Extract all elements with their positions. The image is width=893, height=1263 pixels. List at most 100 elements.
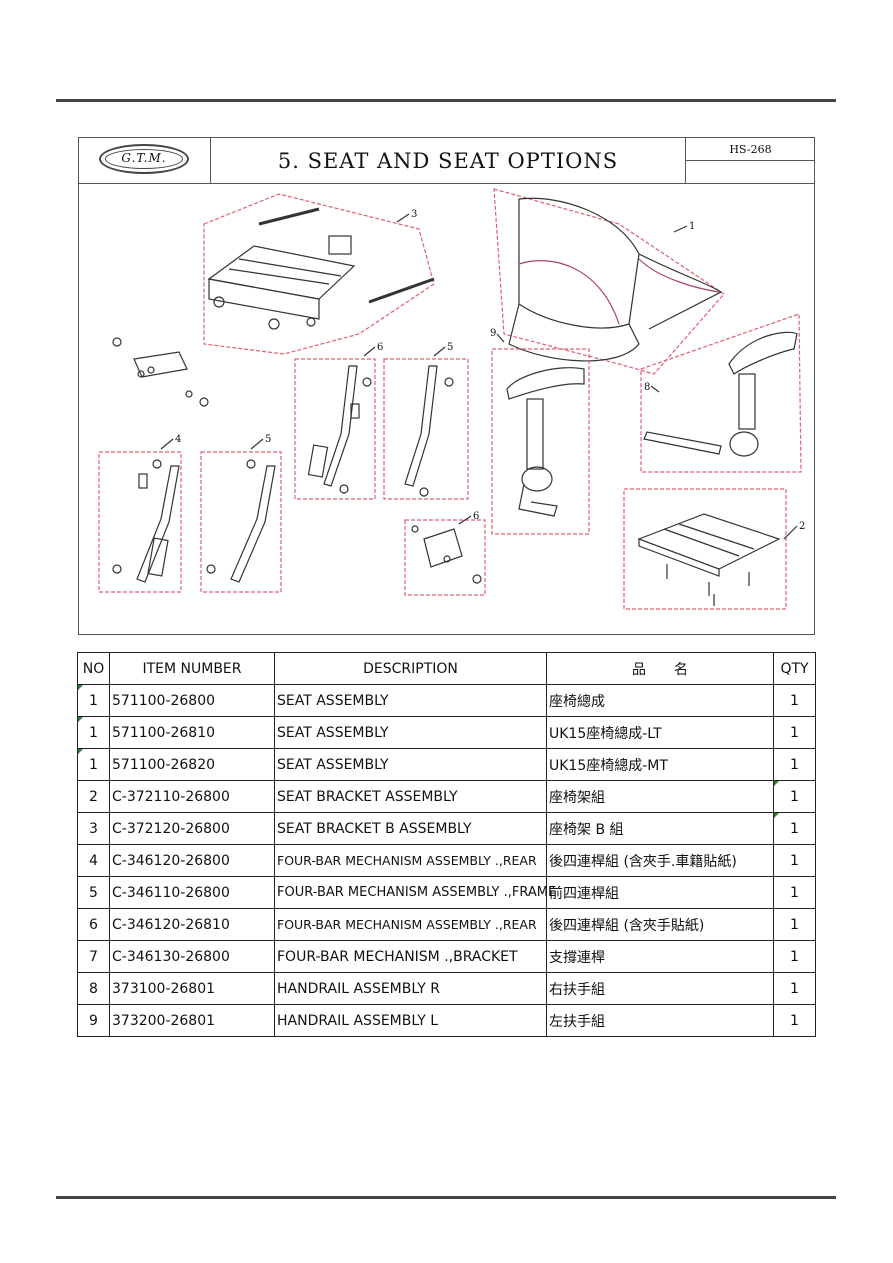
row-chinese-name: 後四連桿組 (含夾手.車籍貼紙) (546, 844, 774, 877)
row-item-number: C-346110-26800 (109, 876, 275, 909)
row-qty: 1 (773, 908, 816, 941)
figure-title: 5. SEAT AND SEAT OPTIONS (277, 149, 619, 173)
group-outline-1 (493, 188, 725, 375)
row-qty: 1 (773, 940, 816, 973)
four-bar-rear-4-drawing (112, 459, 180, 583)
row-item-number: 571100-26820 (109, 748, 275, 781)
table-row: 5 C-346110-26800 FOUR-BAR MECHANISM ASSE… (77, 876, 816, 909)
parts-table: NO ITEM NUMBER DESCRIPTION 品 名 QTY 1 571… (77, 652, 816, 1037)
seat-assembly-drawing (508, 197, 723, 362)
row-no: 1 (77, 748, 110, 781)
row-description: SEAT ASSEMBLY (274, 748, 547, 781)
logo-cell: G.T.M. (79, 138, 211, 183)
row-qty: 1 (773, 684, 816, 717)
row-item-number: 571100-26800 (109, 684, 275, 717)
row-chinese-name: 座椅架組 (546, 780, 774, 813)
row-qty: 1 (773, 716, 816, 749)
four-bar-rear-6-drawing (307, 365, 372, 494)
seat-bracket-drawing (637, 513, 781, 606)
row-qty: 1 (773, 972, 816, 1005)
table-row: 9 373200-26801 HANDRAIL ASSEMBLY L 左扶手組 … (77, 1004, 816, 1037)
leader-4 (160, 438, 174, 450)
table-row: 3 C-372120-26800 SEAT BRACKET B ASSEMBLY… (77, 812, 816, 845)
leader-7 (458, 515, 472, 525)
table-row: 1 571100-26800 SEAT ASSEMBLY 座椅總成 1 (77, 684, 816, 717)
handrail-l-drawing (506, 367, 585, 517)
model-code-cell: HS-268 (685, 138, 815, 183)
row-no: 1 (77, 716, 110, 749)
logo-text: G.T.M. (121, 151, 167, 165)
row-chinese-name: 支撐連桿 (546, 940, 774, 973)
row-chinese-name: 座椅架 B 組 (546, 812, 774, 845)
model-code: HS-268 (686, 140, 815, 161)
callout-5a: 5 (265, 434, 271, 445)
callout-8: 8 (644, 382, 650, 393)
row-qty: 1 (773, 876, 816, 909)
group-outline-5-upper (383, 358, 469, 500)
group-outline-7 (404, 519, 486, 596)
leader-9 (496, 333, 505, 343)
gtm-logo: G.T.M. (99, 144, 189, 174)
group-outline-2 (623, 488, 787, 610)
callout-2: 2 (799, 521, 805, 532)
group-outline-8 (640, 313, 802, 473)
group-outline-9 (491, 348, 590, 535)
row-chinese-name: 右扶手組 (546, 972, 774, 1005)
row-description: HANDRAIL ASSEMBLY R (274, 972, 547, 1005)
exploded-view-figure: G.T.M. 5. SEAT AND SEAT OPTIONS HS-268 3 (78, 137, 815, 635)
row-item-number: 373200-26801 (109, 1004, 275, 1037)
row-description: FOUR-BAR MECHANISM .,BRACKET (274, 940, 547, 973)
row-no: 6 (77, 908, 110, 941)
table-row: 7 C-346130-26800 FOUR-BAR MECHANISM .,BR… (77, 940, 816, 973)
row-no: 1 (77, 684, 110, 717)
row-no: 5 (77, 876, 110, 909)
row-description: FOUR-BAR MECHANISM ASSEMBLY .,FRAME (274, 876, 556, 909)
four-bar-front-5b-drawing (404, 365, 454, 497)
row-chinese-name: 後四連桿組 (含夾手貼紙) (546, 908, 774, 941)
row-item-number: C-346130-26800 (109, 940, 275, 973)
row-item-number: 571100-26810 (109, 716, 275, 749)
table-row: 2 C-372110-26800 SEAT BRACKET ASSEMBLY 座… (77, 780, 816, 813)
callout-5b: 5 (447, 342, 453, 353)
row-chinese-name: UK15座椅總成-LT (546, 716, 774, 749)
leader-1 (673, 225, 688, 233)
header-qty: QTY (773, 652, 816, 685)
table-row: 1 571100-26810 SEAT ASSEMBLY UK15座椅總成-LT… (77, 716, 816, 749)
callout-7: 6 (473, 511, 479, 522)
row-no: 3 (77, 812, 110, 845)
leader-5a (250, 438, 264, 450)
row-chinese-name: 前四連桿組 (546, 876, 774, 909)
row-chinese-name: 座椅總成 (546, 684, 774, 717)
callout-1: 1 (689, 221, 695, 232)
row-description: HANDRAIL ASSEMBLY L (274, 1004, 547, 1037)
header-item-number: ITEM NUMBER (109, 652, 275, 685)
row-description: SEAT ASSEMBLY (274, 684, 547, 717)
leader-2 (783, 525, 798, 540)
figure-title-block: G.T.M. 5. SEAT AND SEAT OPTIONS HS-268 (79, 138, 815, 184)
leader-3 (396, 213, 410, 223)
row-item-number: C-346120-26800 (109, 844, 275, 877)
row-no: 4 (77, 844, 110, 877)
row-qty: 1 (773, 812, 816, 845)
row-item-number: C-346120-26810 (109, 908, 275, 941)
row-no: 7 (77, 940, 110, 973)
leader-8 (650, 385, 660, 393)
seat-bracket-b-drawing (207, 207, 435, 330)
row-qty: 1 (773, 844, 816, 877)
hardware-left-drawing (112, 337, 209, 407)
four-bar-bracket-drawing (411, 525, 482, 584)
header-chinese-name: 品 名 (546, 652, 774, 685)
row-item-number: 373100-26801 (109, 972, 275, 1005)
table-header-row: NO ITEM NUMBER DESCRIPTION 品 名 QTY (77, 652, 816, 685)
header-no: NO (77, 652, 110, 685)
row-no: 2 (77, 780, 110, 813)
group-outline-5-lower (200, 451, 282, 593)
row-description: SEAT BRACKET ASSEMBLY (274, 780, 547, 813)
row-no: 8 (77, 972, 110, 1005)
row-qty: 1 (773, 1004, 816, 1037)
bottom-rule (56, 1196, 836, 1199)
row-no: 9 (77, 1004, 110, 1037)
row-description: FOUR-BAR MECHANISM ASSEMBLY .,REAR (274, 908, 547, 941)
leader-5b (433, 346, 446, 357)
handrail-r-drawing (643, 331, 798, 457)
